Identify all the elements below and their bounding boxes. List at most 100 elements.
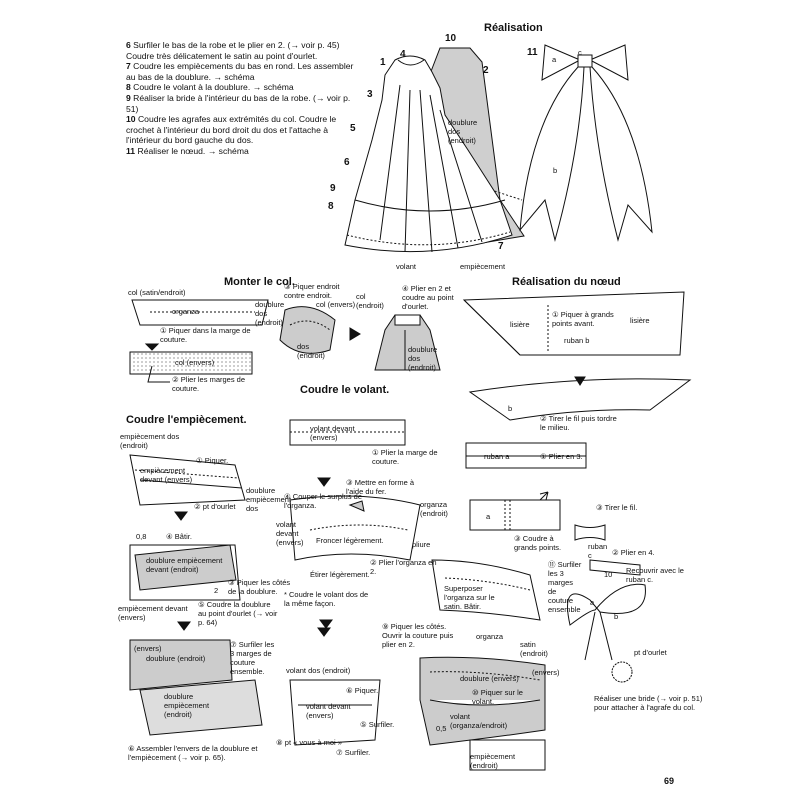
heading-realisation-noeud: Réalisation du nœud	[512, 276, 621, 288]
col-step3: ③ Piquer endroit contre endroit.	[284, 282, 340, 300]
asm-organza: organza	[476, 632, 504, 641]
asm-step10: ⑩ Piquer sur le volant.	[472, 688, 523, 706]
asm-volant-dos: volant dos (endroit)	[286, 666, 351, 675]
noeud-ruban-c: ruban c	[588, 542, 608, 560]
emp-step7: ⑦ Surfiler les 3 marges de couture ensem…	[230, 640, 275, 676]
emp-step6: ⑥ Assembler l'envers de la doublure et l…	[128, 744, 258, 762]
asm-step7: ⑦ Surfiler.	[336, 748, 371, 757]
emp-step4: ④ Bâtir.	[166, 532, 192, 541]
asm-measure: 0,5	[436, 724, 447, 733]
label-n1: 1	[380, 57, 386, 68]
emp-doublure-emp: doublure empiècement dos	[246, 486, 292, 513]
col-step4: ④ Plier en 2 et coudre au point d'ourlet…	[402, 284, 454, 311]
col-doublure-dos2: doublure dos (endroit)	[408, 345, 438, 372]
label-n3: 3	[367, 89, 373, 100]
col-organza-label: organza	[172, 307, 200, 316]
emp-envers: (envers)	[134, 644, 162, 653]
asm-doublure-envers: doublure (envers)	[460, 674, 519, 683]
asm-step9: ⑨ Piquer les côtés. Ouvrir la couture pu…	[382, 622, 454, 649]
noeud-step1b: ① Plier en 3.	[540, 452, 583, 461]
emp-dos-label: empiècement dos (endroit)	[120, 432, 180, 450]
volant-etirer: Étirer légèrement.	[310, 570, 370, 579]
volant-devant2-label: volant devant (envers)	[276, 520, 304, 547]
step-9: 9 Réaliser la bride à l'intérieur du bas…	[126, 92, 351, 114]
asm-volant-devant: volant devant (envers)	[306, 702, 351, 720]
step-11: 11 Réaliser le nœud. → schéma	[126, 145, 249, 156]
final-assembly-diagrams	[319, 559, 546, 771]
bow-figure	[519, 44, 653, 242]
col-endroit-label: col (endroit)	[356, 292, 384, 310]
step-8: 8 Coudre le volant à la doublure. → sché…	[126, 82, 294, 93]
col-dos-label: dos (endroit)	[297, 342, 325, 360]
noeud-lisiere2: lisière	[630, 316, 650, 325]
label-n8: 8	[328, 201, 334, 212]
noeud-a2: a	[590, 598, 595, 607]
label-n4: 4	[400, 49, 406, 60]
label-n7: 7	[498, 241, 504, 252]
step-10: 10 Coudre les agrafes aux extrémités du …	[126, 114, 337, 146]
emp-step1: ① Piquer.	[196, 456, 229, 465]
emp-step2: ② pt d'ourlet	[194, 502, 236, 511]
step-7: 7 Coudre les empiècements du bas en rond…	[126, 61, 354, 82]
asm-superposer: Superposer l'organza sur le satin. Bâtir…	[444, 584, 495, 611]
bow-label-c: c	[578, 48, 582, 57]
asm-emp-endroit: empiècement (endroit)	[470, 752, 516, 770]
asm-step8: ⑧ pt « vous à moi »	[276, 738, 342, 747]
volant-step3: ③ Mettre en forme à l'aide du fer.	[346, 478, 414, 496]
noeud-10: 10	[604, 570, 613, 579]
bow-label-a: a	[552, 55, 557, 64]
label-empiecement: empiècement	[460, 262, 506, 271]
col-step2: ② Plier les marges de couture.	[172, 375, 246, 393]
volant-step2: ② Plier l'organza en 2.	[370, 558, 437, 576]
emp-measure: 0,8	[136, 532, 147, 541]
volant-step1: ① Plier la marge de couture.	[372, 448, 438, 466]
noeud-step2: ② Tirer le fil puis tordre le milieu.	[540, 414, 617, 432]
yoke-diagrams	[129, 454, 263, 736]
label-n5: 5	[350, 123, 356, 134]
emp-step5: ⑤ Coudre la doublure au point d'ourlet (…	[198, 600, 278, 627]
col-envers2-label: col (envers)	[316, 300, 356, 309]
noeud-ruban-b: ruban b	[564, 336, 590, 345]
col-satin-label: col (satin/endroit)	[128, 288, 186, 297]
noeud-step3b: ③ Tirer le fil.	[596, 503, 638, 512]
heading-coudre-empiecement: Coudre l'empiècement.	[126, 414, 247, 426]
volant-froncer: Froncer légèrement.	[316, 536, 384, 545]
noeud-b2: b	[614, 612, 619, 621]
label-n10: 10	[445, 33, 457, 44]
noeud-recouvrir: Recouvrir avec le ruban c.	[626, 566, 684, 584]
heading-monter-col: Monter le col.	[224, 276, 295, 288]
asm-envers: (envers)	[532, 668, 560, 677]
volant-devant-label: volant devant (envers)	[310, 424, 355, 442]
step-6: 6 Surfiler le bas de la robe et le plier…	[126, 40, 340, 61]
emp-doublure-endroit: doublure (endroit)	[146, 654, 206, 663]
volant-pliure: pliure	[412, 540, 431, 549]
label-doublure-dos: doublure dos (endroit)	[448, 118, 478, 145]
volant-note: * Coudre le volant dos de la même façon.	[284, 590, 369, 608]
emp-doublure-emp3: doublure empiècement (endroit)	[164, 692, 210, 719]
heading-realisation: Réalisation	[484, 22, 543, 34]
noeud-a: a	[486, 512, 491, 521]
heading-coudre-volant: Coudre le volant.	[300, 384, 390, 396]
bow-label-b: b	[553, 166, 558, 175]
emp-devant-label: empiècement devant (envers)	[140, 466, 193, 484]
noeud-lisiere1: lisière	[510, 320, 530, 329]
noeud-step1: ① Piquer à grands points avant.	[552, 310, 614, 328]
emp-two: 2	[214, 586, 219, 595]
emp-devant2-label: empiècement devant (envers)	[118, 604, 188, 622]
col-envers-label: col (envers)	[175, 358, 215, 367]
volant-organza-label: organza (endroit)	[420, 500, 448, 518]
label-n6: 6	[344, 157, 350, 168]
ruffle-diagrams	[289, 419, 421, 746]
label-volant: volant	[396, 262, 417, 271]
asm-step11: ⑪ Surfiler les 3 marges de couture ensem…	[548, 560, 582, 614]
label-n11: 11	[527, 47, 538, 58]
noeud-step2b: ② Plier en 4.	[612, 548, 655, 557]
emp-doublure-emp-dev: doublure empiècement devant (endroit)	[146, 556, 223, 574]
asm-volant-org: volant (organza/endroit)	[450, 712, 508, 730]
col-doublure-dos: doublure dos (endroit)	[255, 300, 285, 327]
label-n9: 9	[330, 183, 336, 194]
noeud-bride: Réaliser une bride (→ voir p. 51) pour a…	[594, 694, 703, 712]
emp-step3: ③ Piquer les côtés de la doublure.	[228, 578, 291, 596]
label-n2: 2	[483, 65, 489, 76]
